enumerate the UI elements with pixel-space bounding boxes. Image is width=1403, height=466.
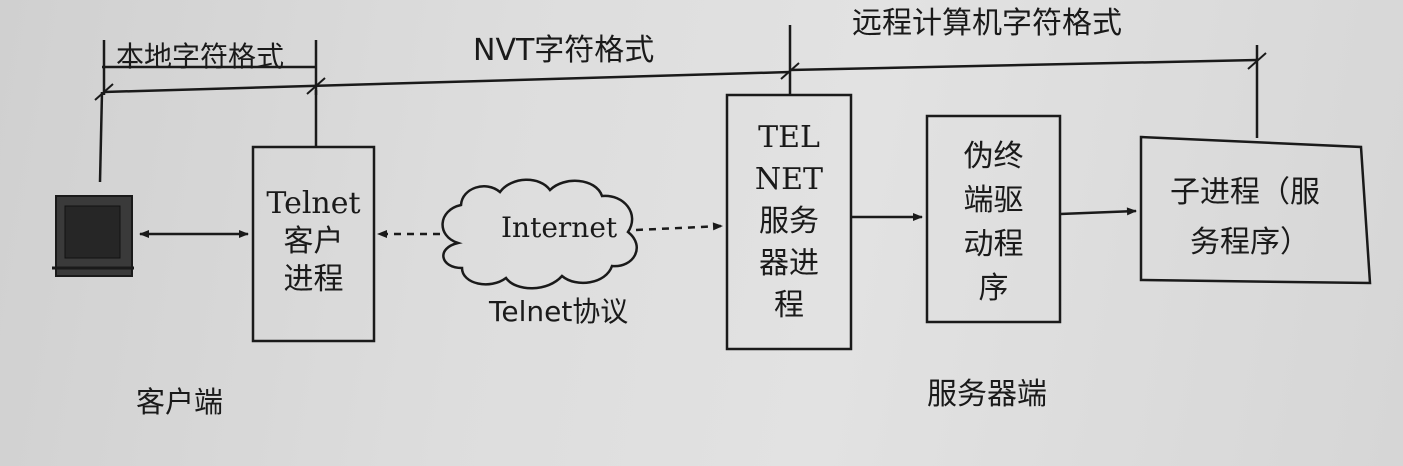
telnet-client-line: Telnet bbox=[266, 186, 361, 221]
child-process-line: 子进程（服 bbox=[1170, 175, 1320, 210]
slash-mark bbox=[1247, 52, 1267, 70]
client-side-label: 客户端 bbox=[136, 385, 224, 419]
local-format-label: 本地字符格式 bbox=[116, 40, 285, 73]
telnet-server-line: 器进 bbox=[759, 246, 819, 281]
telnet-server-line: NET bbox=[754, 162, 824, 197]
telnet-server-line: TEL bbox=[758, 120, 820, 155]
internet-label: Internet bbox=[501, 211, 618, 244]
pseudo-terminal-line: 端驱 bbox=[963, 183, 1024, 218]
telnet-server-label: TEL NET 服务 器进 程 bbox=[727, 117, 851, 327]
slash-mark bbox=[94, 83, 114, 101]
pseudo-terminal-label: 伪终 端驱 动程 序 bbox=[927, 135, 1060, 311]
pseudo-terminal-line: 伪终 bbox=[963, 139, 1024, 174]
child-process-label: 子进程（服 务程序） bbox=[1160, 168, 1356, 268]
pseudo-terminal-box bbox=[925, 114, 1062, 324]
telnet-client-line: 客户 bbox=[283, 224, 344, 259]
nvt-format-label: NVT字符格式 bbox=[473, 33, 655, 68]
format-slash-marks bbox=[94, 52, 1267, 101]
computer-screen bbox=[64, 205, 121, 259]
telnet-client-label: Telnet 客户 进程 bbox=[253, 185, 374, 299]
pseudo-terminal-line: 动程 bbox=[963, 227, 1024, 262]
cloud-to-server-arrow bbox=[635, 222, 723, 232]
left-boundary-line bbox=[98, 91, 104, 183]
nvt-format-line bbox=[103, 70, 791, 94]
pseudo-to-child-arrow bbox=[1059, 207, 1137, 216]
slash-mark bbox=[780, 62, 800, 80]
telnet-server-box bbox=[725, 93, 853, 351]
telnet-server-line: 程 bbox=[774, 288, 804, 323]
server-side-label: 服务器端 bbox=[927, 377, 1047, 412]
remote-format-line bbox=[789, 58, 1258, 72]
telnet-client-box bbox=[251, 145, 376, 343]
telnet-server-line: 服务 bbox=[759, 204, 819, 239]
child-process-box bbox=[1139, 135, 1372, 285]
internet-cloud-icon bbox=[441, 178, 638, 290]
slash-mark bbox=[306, 77, 326, 95]
pseudo-terminal-line: 序 bbox=[978, 271, 1009, 306]
child-process-line: 务程序） bbox=[1190, 225, 1310, 260]
computer-icon bbox=[52, 195, 134, 277]
remote-format-label: 远程计算机字符格式 bbox=[852, 6, 1122, 41]
telnet-protocol-label: Telnet协议 bbox=[489, 295, 629, 328]
telnet-client-line: 进程 bbox=[283, 262, 344, 297]
